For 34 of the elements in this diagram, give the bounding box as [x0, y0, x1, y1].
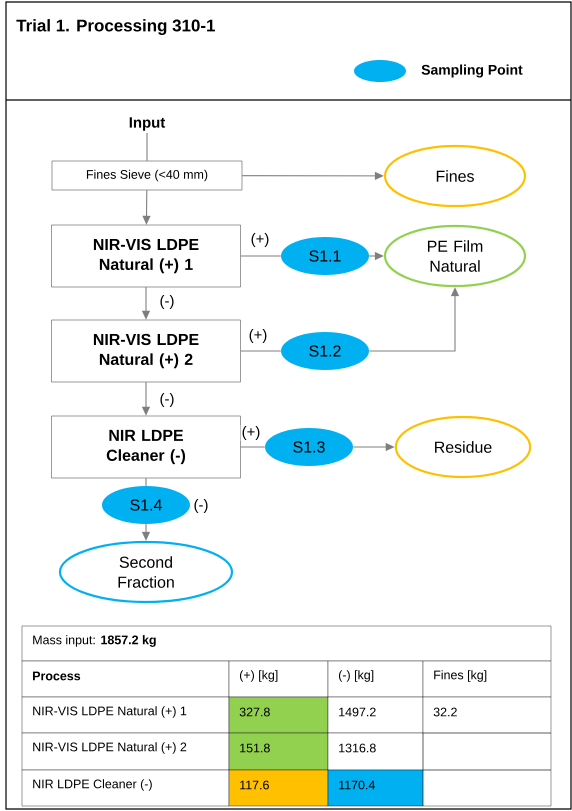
table-cell: 32.2 [422, 696, 552, 734]
edge-label: (+) [248, 328, 268, 344]
table-cell: (+) [kg] [228, 660, 328, 698]
edge-label: (-) [158, 294, 176, 310]
output-oval: Fines [384, 144, 526, 208]
output-oval: Second Fraction [58, 540, 234, 604]
output-oval: PE Film Natural [384, 224, 526, 288]
process-box: NIR-VIS LDPE Natural (+) 1 [51, 224, 241, 288]
sampling-point: S1.1 [281, 237, 369, 275]
table-cell: NIR-VIS LDPE Natural (+) 2 [22, 732, 230, 770]
sampling-point: S1.3 [265, 428, 353, 466]
table-cell: Fines [kg] [422, 660, 552, 698]
table-cell: 327.8 [228, 696, 328, 734]
edge-label: (+) [240, 425, 262, 441]
edge-label: (-) [158, 392, 176, 408]
input-label: Input [130, 117, 166, 131]
table-cell: 1497.2 [328, 696, 424, 734]
output-oval: Residue [394, 416, 532, 478]
edge-label: (+) [250, 232, 270, 248]
table-cell: 151.8 [228, 732, 328, 770]
table-cell: (-) [kg] [328, 660, 424, 698]
sampling-point: S1.2 [281, 332, 369, 370]
flow-label: (-) [194, 499, 208, 513]
title: Trial 1. Processing 310-1 [16, 19, 215, 35]
table-cell: 117.6 [228, 770, 328, 806]
process-box: Fines Sieve (<40 mm) [52, 160, 242, 190]
legend-label: Sampling Point [422, 64, 523, 78]
table-cell: NIR-VIS LDPE Natural (+) 1 [22, 696, 230, 734]
table-cell: 1316.8 [328, 732, 424, 770]
process-box: NIR LDPE Cleaner (-) [51, 416, 241, 478]
process-box: NIR-VIS LDPE Natural (+) 2 [51, 320, 241, 382]
table-cell: 1170.4 [328, 770, 424, 806]
sampling-point: S1.4 [102, 486, 190, 524]
table-cell: NIR LDPE Cleaner (-) [22, 770, 230, 806]
